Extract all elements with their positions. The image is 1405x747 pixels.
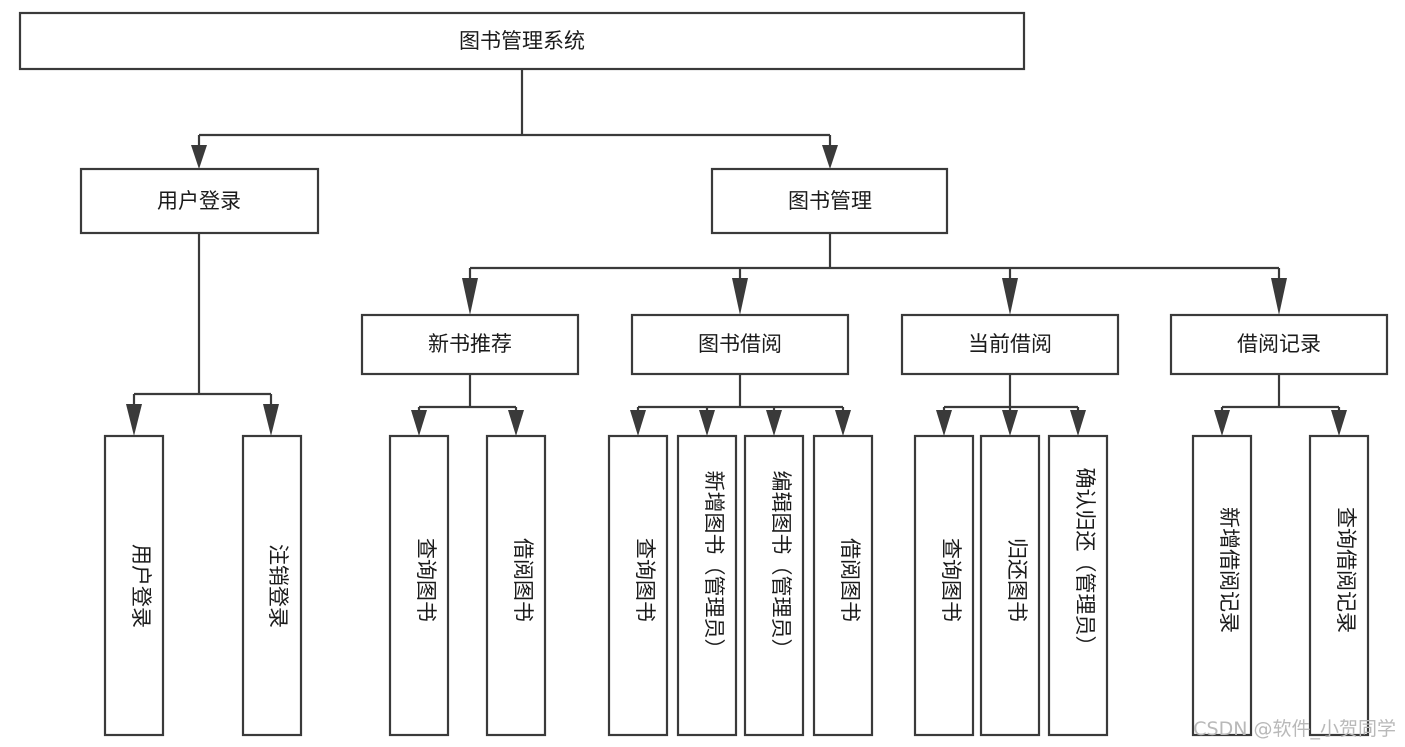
node-current-borrow[interactable]: 当前借阅	[900, 313, 1120, 376]
leaf-current-borrow-3[interactable]: 确认归还（管理员）	[1047, 434, 1109, 737]
connector-group-book-manage	[462, 233, 1287, 315]
node-root[interactable]: 图书管理系统	[18, 11, 1026, 71]
node-borrow-record-label: 借阅记录	[1237, 332, 1321, 356]
arrow-head-leaf-current-borrow-1	[936, 410, 952, 436]
leaf-borrow-record-1-label: 新增借阅记录	[1217, 507, 1241, 633]
leaf-book-borrow-3[interactable]: 编辑图书（管理员）	[743, 434, 805, 737]
leaf-book-borrow-2[interactable]: 新增图书（管理员）	[676, 434, 738, 737]
connector-group-user-login	[126, 233, 279, 436]
leaf-book-borrow-4-box[interactable]	[812, 434, 874, 737]
node-book-borrow-label: 图书借阅	[698, 332, 782, 356]
watermark-label: CSDN @软件_小贺同学	[1193, 718, 1396, 740]
arrow-head-leaf-book-borrow-2	[699, 410, 715, 436]
connector-group-borrow-record	[1214, 374, 1347, 436]
node-root-label: 图书管理系统	[459, 29, 585, 53]
leaf-book-borrow-1-label: 查询图书	[633, 538, 657, 622]
leaf-book-borrow-4-label: 借阅图书	[838, 538, 862, 622]
node-borrow-record[interactable]: 借阅记录	[1169, 313, 1389, 376]
arrow-head-leaf-new-book-1	[411, 410, 427, 436]
leaf-current-borrow-1-box[interactable]	[913, 434, 975, 737]
leaf-current-borrow-1-label: 查询图书	[939, 538, 963, 622]
arrow-head-user-login	[191, 145, 207, 169]
node-book-manage-label: 图书管理	[788, 189, 872, 213]
leaf-current-borrow-2-box[interactable]	[979, 434, 1041, 737]
connector-group-new-book	[411, 374, 524, 436]
leaf-new-book-1[interactable]: 查询图书	[388, 434, 450, 737]
connector-group-current-borrow	[936, 374, 1086, 436]
arrow-head-new-book	[462, 278, 478, 315]
arrow-head-book-borrow	[732, 278, 748, 315]
leaf-borrow-record-1-box[interactable]	[1191, 434, 1253, 737]
leaf-user-login-2[interactable]: 注销登录	[241, 434, 303, 737]
leaf-book-borrow-3-box[interactable]	[743, 434, 805, 737]
leaf-borrow-record-1[interactable]: 新增借阅记录	[1191, 434, 1253, 737]
leaf-user-login-1-box[interactable]	[103, 434, 165, 737]
leaf-new-book-1-label: 查询图书	[414, 538, 438, 622]
connector-group-root	[191, 69, 838, 169]
leaf-book-borrow-2-box[interactable]	[676, 434, 738, 737]
node-user-login-label: 用户登录	[157, 189, 241, 213]
leaf-user-login-1-label: 用户登录	[129, 544, 153, 628]
leaf-new-book-2-label: 借阅图书	[511, 538, 535, 622]
leaf-new-book-1-box[interactable]	[388, 434, 450, 737]
arrow-head-leaf-current-borrow-2	[1002, 410, 1018, 436]
connector-group-book-borrow	[630, 374, 851, 436]
arrow-head-book-manage	[822, 145, 838, 169]
leaf-borrow-record-2-box[interactable]	[1308, 434, 1370, 737]
leaf-new-book-2-box[interactable]	[485, 434, 547, 737]
node-book-borrow-box[interactable]	[630, 313, 850, 376]
arrow-head-borrow-record	[1271, 278, 1287, 315]
arrow-head-leaf-user-login-1	[126, 404, 142, 436]
leaf-user-login-2-box[interactable]	[241, 434, 303, 737]
leaf-book-borrow-1-box[interactable]	[607, 434, 669, 737]
arrow-head-leaf-book-borrow-3	[766, 410, 782, 436]
node-new-book-recommend-label: 新书推荐	[428, 332, 512, 356]
node-new-book-recommend[interactable]: 新书推荐	[360, 313, 580, 376]
leaf-borrow-record-2[interactable]: 查询借阅记录	[1308, 434, 1370, 737]
leaf-current-borrow-1[interactable]: 查询图书	[913, 434, 975, 737]
arrow-head-leaf-user-login-2	[263, 404, 279, 436]
node-current-borrow-label: 当前借阅	[968, 332, 1052, 356]
leaf-new-book-2[interactable]: 借阅图书	[485, 434, 547, 737]
leaf-book-borrow-4[interactable]: 借阅图书	[812, 434, 874, 737]
leaf-user-login-1[interactable]: 用户登录	[103, 434, 165, 737]
leaf-current-borrow-2[interactable]: 归还图书	[979, 434, 1041, 737]
leaf-user-login-2-label: 注销登录	[266, 544, 290, 628]
leaf-current-borrow-2-label: 归还图书	[1005, 538, 1029, 622]
node-book-borrow[interactable]: 图书借阅	[630, 313, 850, 376]
node-book-manage-box[interactable]	[710, 167, 949, 235]
leaf-book-borrow-1[interactable]: 查询图书	[607, 434, 669, 737]
node-book-manage[interactable]: 图书管理	[710, 167, 949, 235]
arrow-head-leaf-borrow-record-2	[1331, 410, 1347, 436]
node-borrow-record-box[interactable]	[1169, 313, 1389, 376]
arrow-head-current-borrow	[1002, 278, 1018, 315]
node-current-borrow-box[interactable]	[900, 313, 1120, 376]
leaf-book-borrow-2-label: 新增图书（管理员）	[702, 471, 726, 660]
node-user-login-box[interactable]	[79, 167, 320, 235]
leaf-current-borrow-3-label: 确认归还（管理员）	[1073, 468, 1097, 657]
leaf-book-borrow-3-label: 编辑图书（管理员）	[769, 471, 793, 660]
leaf-borrow-record-2-label: 查询借阅记录	[1334, 507, 1358, 633]
leaf-current-borrow-3-box[interactable]	[1047, 434, 1109, 737]
node-new-book-recommend-box[interactable]	[360, 313, 580, 376]
arrow-head-leaf-current-borrow-3	[1070, 410, 1086, 436]
arrow-head-leaf-borrow-record-1	[1214, 410, 1230, 436]
node-user-login[interactable]: 用户登录	[79, 167, 320, 235]
node-root-box[interactable]	[18, 11, 1026, 71]
arrow-head-leaf-book-borrow-4	[835, 410, 851, 436]
arrow-head-leaf-new-book-2	[508, 410, 524, 436]
arrow-head-leaf-book-borrow-1	[630, 410, 646, 436]
